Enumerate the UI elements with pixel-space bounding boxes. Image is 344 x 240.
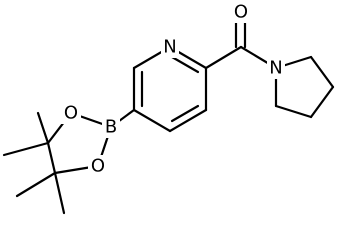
methyl-bond-2	[2, 141, 50, 157]
atom-O3: O	[88, 155, 108, 177]
methyl-bond-1	[36, 111, 50, 145]
bond-C2-Ccarbonyl	[204, 45, 243, 70]
atom-B1: B	[102, 116, 120, 138]
chemical-structure-diagram: N O N B O O	[2, 1, 335, 215]
bond-Ca-Cb	[309, 55, 335, 89]
double-bond-N1-C2	[170, 55, 200, 74]
methyl-bond-4	[53, 171, 66, 215]
atom-labels: N O N B O O	[61, 1, 285, 177]
bond-C1-C2	[46, 141, 57, 175]
atom-O1: O	[231, 1, 251, 23]
atom-N2: N	[267, 57, 285, 79]
atom-label-O1: O	[234, 2, 248, 23]
bond-Cb-Cc	[309, 85, 335, 119]
atom-O2: O	[61, 102, 81, 124]
bond-C4-C5	[132, 108, 172, 133]
atom-label-N1: N	[163, 37, 176, 58]
atom-label-O3: O	[91, 156, 105, 177]
bond-C3-C4	[168, 108, 208, 133]
bond-Cc-Cd	[274, 104, 313, 119]
atom-label-B1: B	[105, 117, 117, 138]
atom-label-N2: N	[269, 58, 282, 79]
methyl-bond-3	[15, 171, 57, 198]
double-bond-C3-C4	[170, 104, 200, 123]
pyridine-ring	[132, 45, 208, 133]
atom-N1: N	[161, 36, 179, 58]
atom-label-O2: O	[64, 103, 78, 124]
